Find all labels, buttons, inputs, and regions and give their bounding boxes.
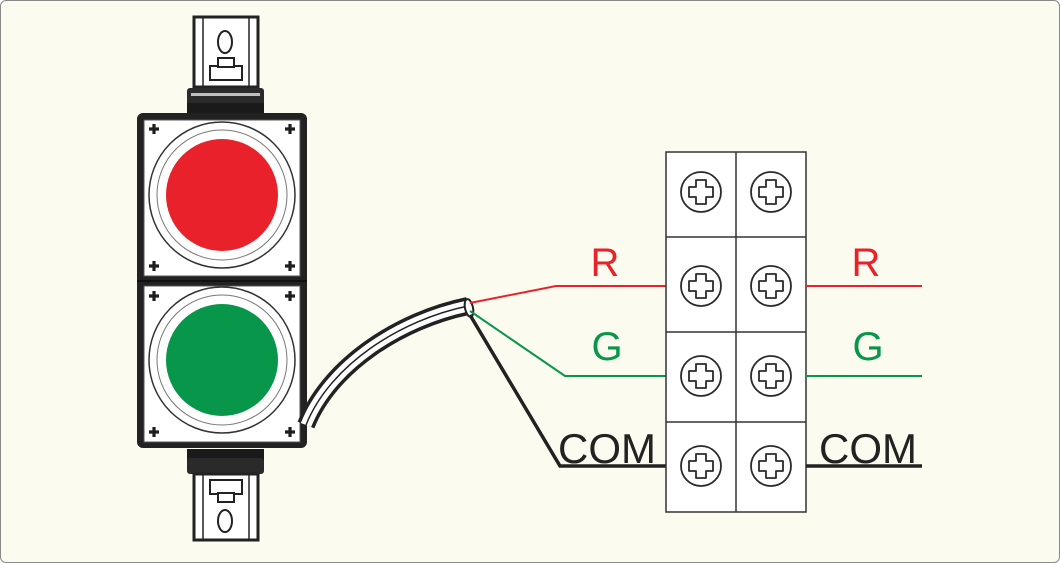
wire-com-left: [468, 314, 666, 468]
terminal-screw: [750, 171, 792, 213]
signal-light-body: [137, 113, 307, 448]
terminal-screw: [750, 355, 792, 397]
wire-label-r-left: R: [591, 241, 620, 285]
bottom-mounting-bracket: [187, 449, 264, 542]
terminal-screw: [680, 171, 722, 213]
top-mounting-bracket: [187, 15, 264, 113]
terminal-screw: [750, 265, 792, 307]
wire-label-g-left: G: [591, 325, 622, 369]
wire-label-r-right: R: [852, 241, 881, 285]
terminal-block: [665, 151, 807, 513]
terminal-screw: [680, 355, 722, 397]
terminal-screw: [680, 445, 722, 487]
red-lamp: [166, 139, 278, 251]
cable: [297, 297, 475, 429]
wire-label-com-left: COM: [558, 425, 656, 472]
terminal-screw: [680, 265, 722, 307]
green-lamp: [166, 304, 278, 416]
wire-g-left: [469, 310, 666, 377]
wire-label-g-right: G: [852, 325, 883, 369]
terminal-screw: [750, 445, 792, 487]
wire-r-left: [469, 285, 666, 304]
wire-label-com-right: COM: [819, 425, 917, 472]
